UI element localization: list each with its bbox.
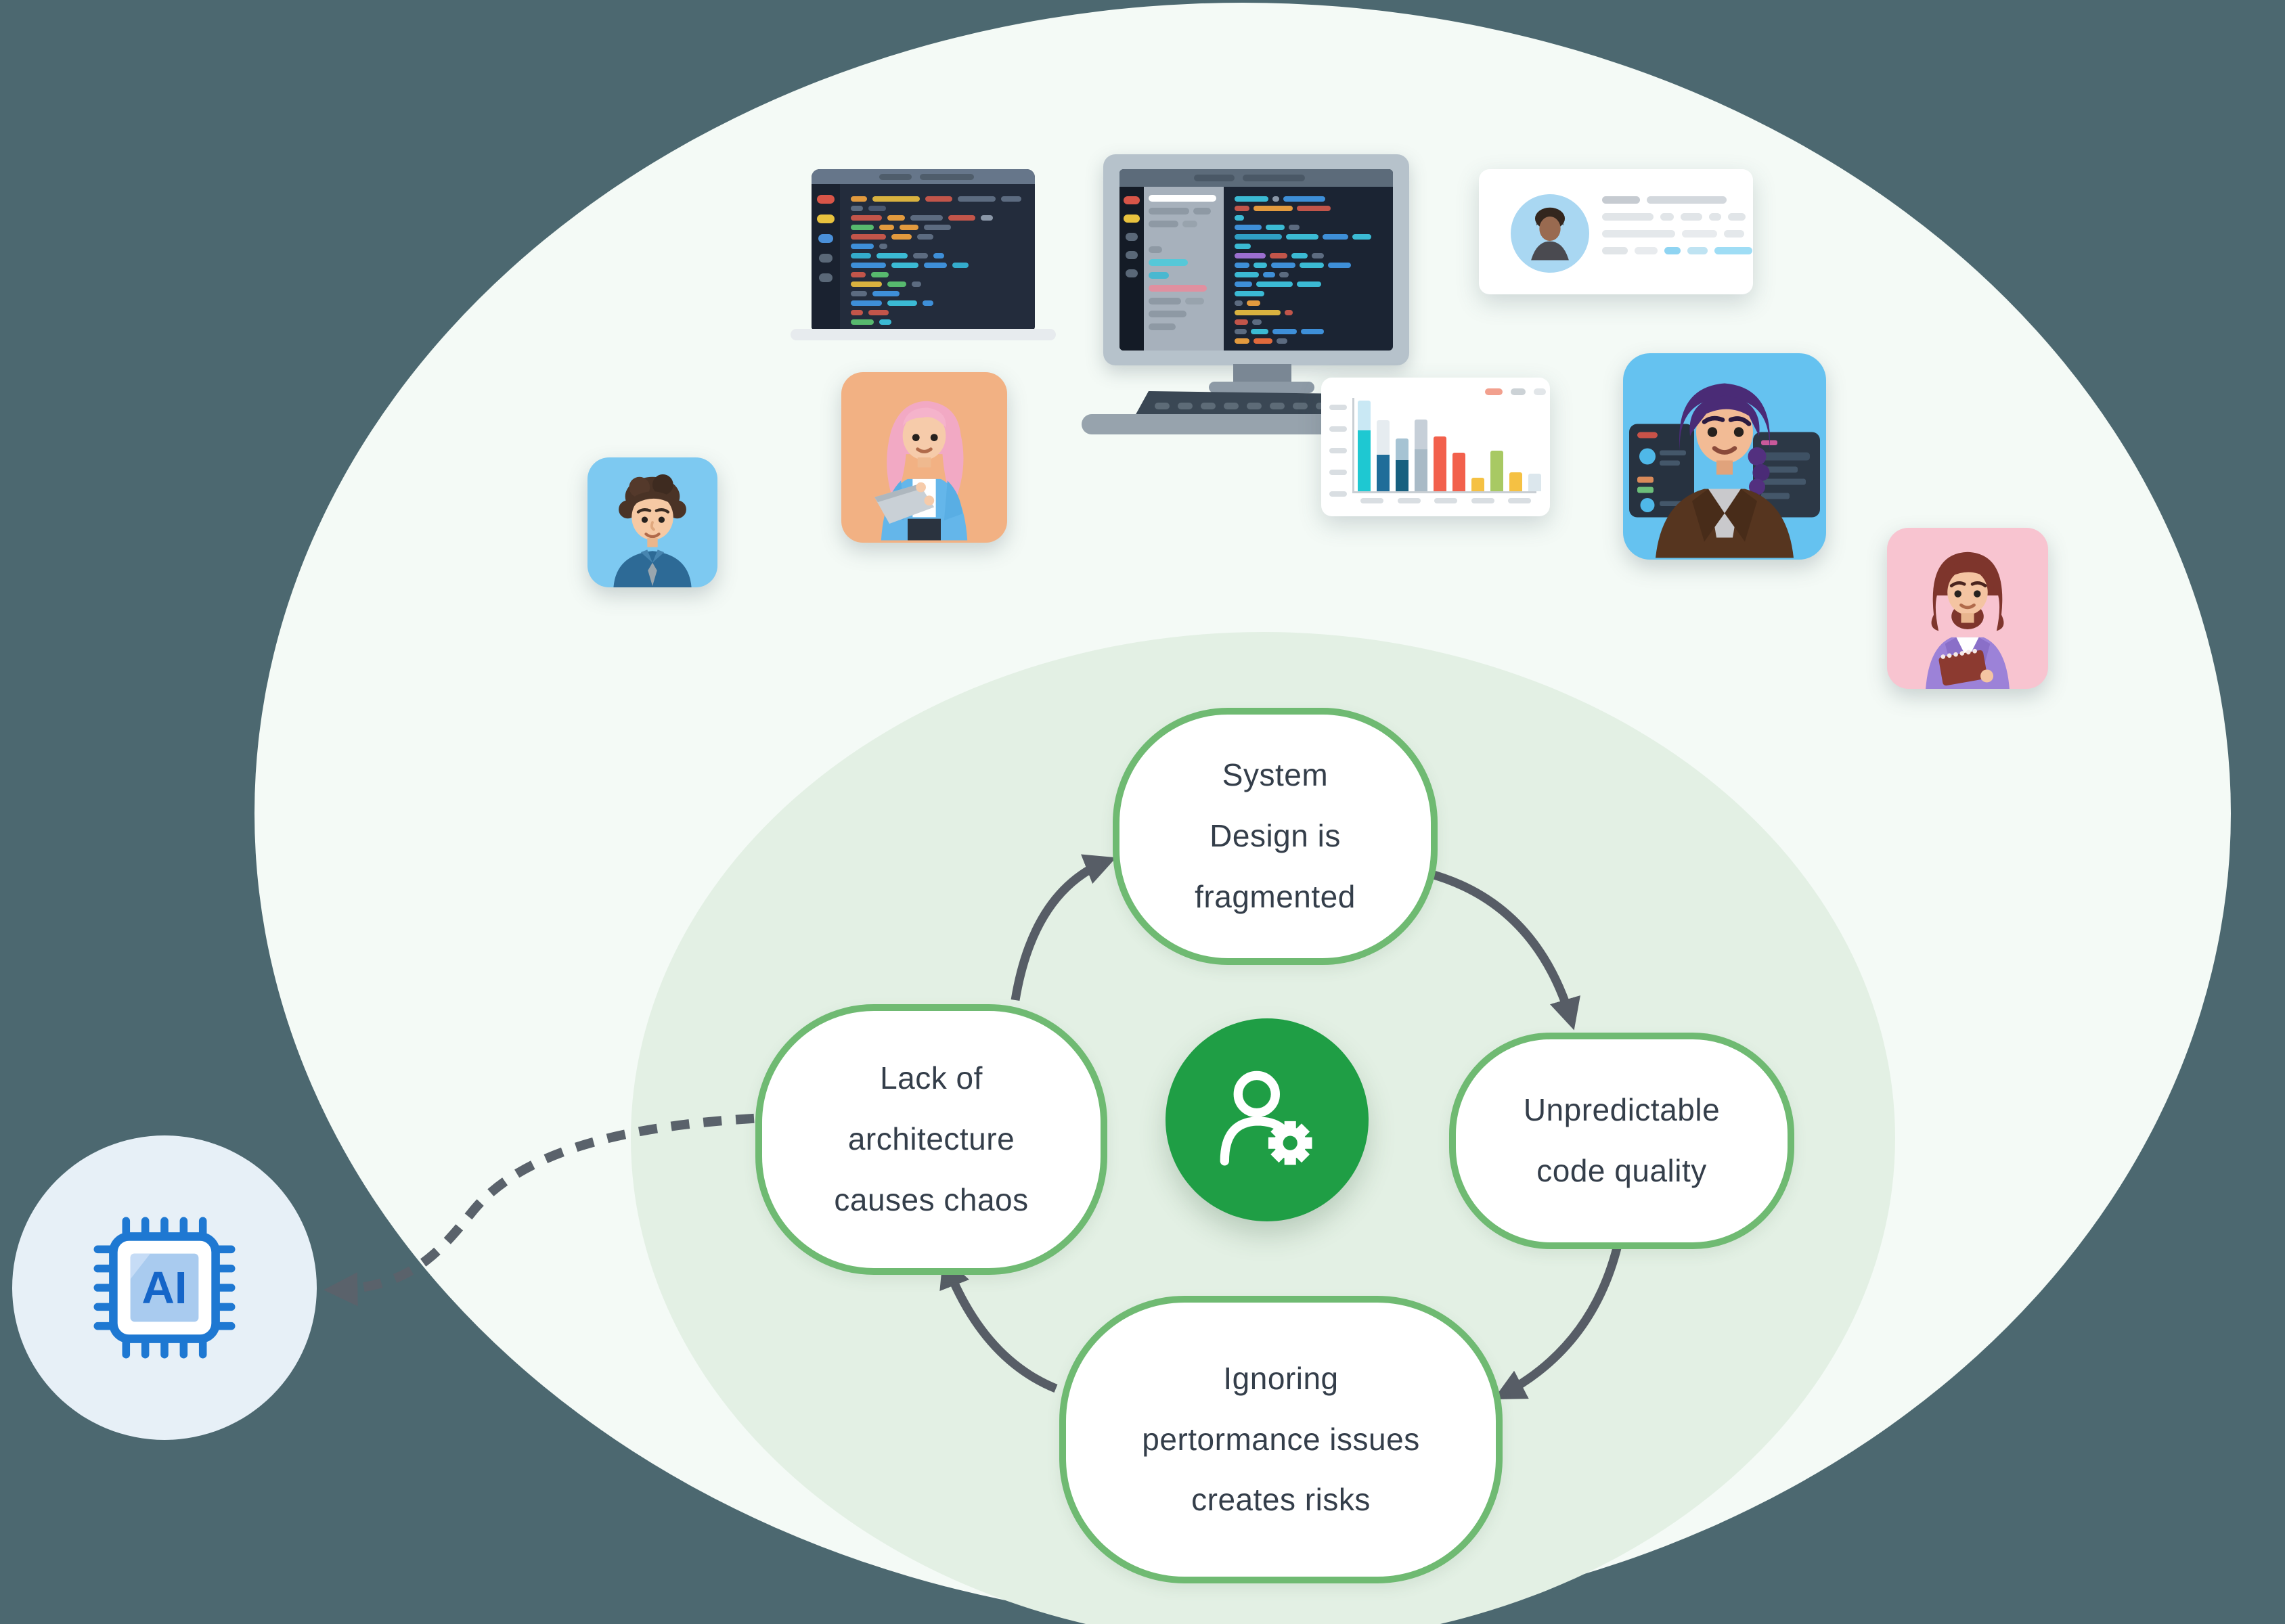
monitor-stand-base [1209, 382, 1314, 393]
person-gear-icon [1220, 1070, 1312, 1166]
monitor-code-lines [1235, 196, 1387, 345]
profile-avatar [1511, 194, 1589, 273]
profile-card-lines [1602, 196, 1752, 264]
monitor-screen [1119, 169, 1393, 351]
laptop-sidebar [812, 184, 840, 330]
cycle-bubble-performance: Ignoring pertormance issues creates risk… [1059, 1296, 1503, 1583]
avatar-purple-woman-person [1629, 383, 1820, 558]
chart-x-axis [1352, 491, 1536, 493]
cycle-bubble-architecture: Lack of architecture causes chaos [755, 1004, 1107, 1275]
laptop-base [791, 329, 1056, 340]
gear-icon [1268, 1121, 1312, 1165]
ai-dashed-arrow [324, 1111, 852, 1307]
monitor-mini-sidebar [1119, 187, 1144, 351]
ai-chip-label: AI [141, 1263, 187, 1313]
cycle-bubble-code-quality: Unpredictable code quality [1449, 1033, 1794, 1249]
monitor-topbar [1119, 169, 1393, 187]
developer-cycle-center [1166, 1018, 1369, 1221]
chart-x-labels [1360, 498, 1531, 508]
laptop-illustration [812, 169, 1035, 330]
chart-y-axis [1352, 398, 1354, 493]
chart-legend [1485, 388, 1546, 395]
chart-y-ticks [1329, 405, 1347, 513]
arrow-left-to-top [1011, 854, 1117, 1001]
profile-avatar-person [1531, 207, 1569, 261]
avatar-pink-woman-person [874, 401, 968, 541]
bar-chart-card [1321, 378, 1550, 516]
avatar-purple-woman [1623, 353, 1826, 560]
profile-card [1479, 169, 1753, 294]
avatar-boy [587, 457, 717, 587]
arrow-top-to-right [1425, 868, 1580, 1031]
avatar-boy-person [613, 474, 692, 587]
cycle-bubble-system-design: System Design is fragmented [1113, 708, 1438, 965]
monitor-file-panel [1144, 187, 1224, 351]
avatar-pink-woman [841, 372, 1007, 543]
laptop-topbar [812, 169, 1035, 184]
avatar-auburn-woman-person [1926, 551, 2010, 689]
monitor-stand-neck [1233, 364, 1291, 384]
arrow-bottom-to-left [939, 1255, 1058, 1393]
ai-chip-badge: AI [12, 1135, 317, 1440]
chart-bars [1358, 401, 1541, 491]
laptop-code-lines [851, 196, 1027, 325]
ai-chip-icon: AI [93, 1217, 236, 1359]
monitor-illustration [1103, 154, 1409, 365]
avatar-auburn-woman [1887, 528, 2048, 689]
arrow-right-to-bottom [1493, 1238, 1624, 1400]
